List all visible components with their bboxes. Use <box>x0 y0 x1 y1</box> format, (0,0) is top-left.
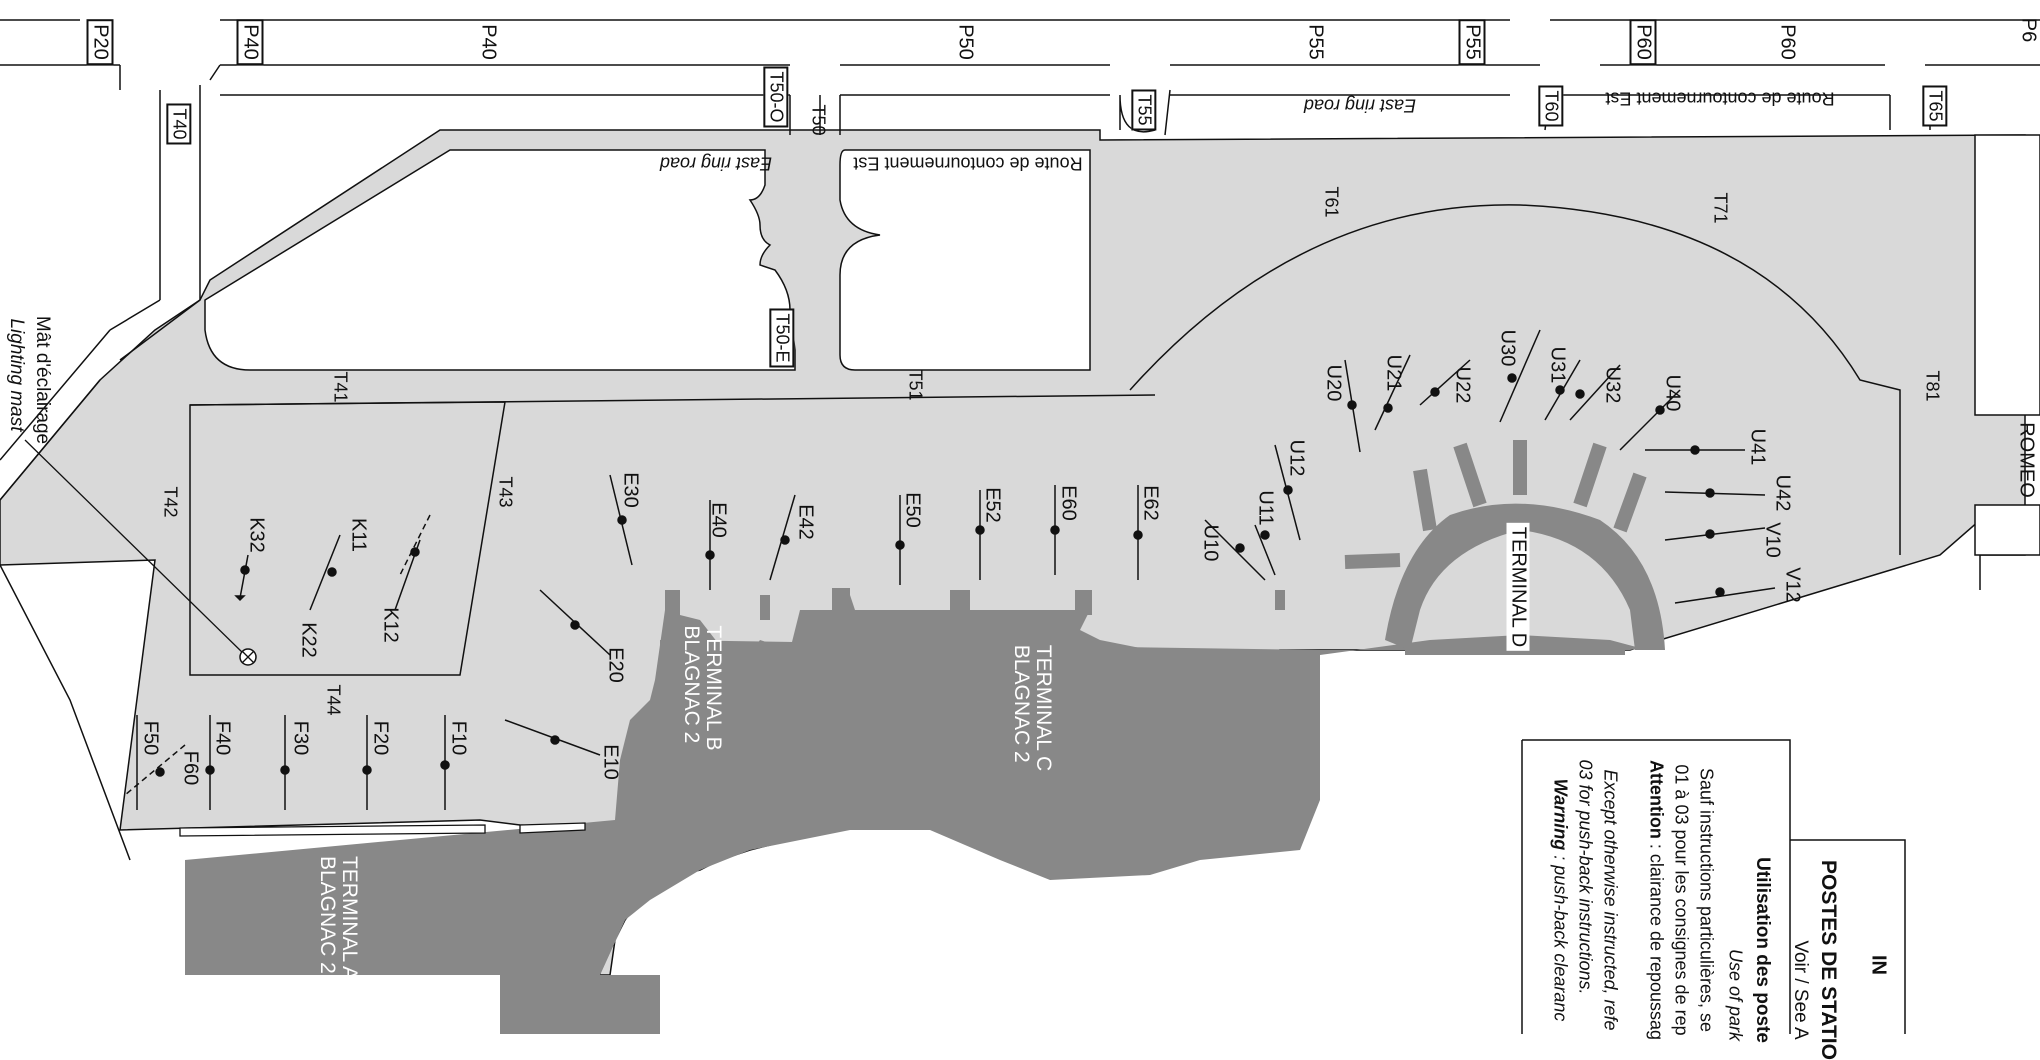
stand-e42[interactable]: E42 <box>794 504 817 540</box>
stand-f30[interactable]: F30 <box>289 720 312 756</box>
stand-e50[interactable]: E50 <box>901 492 924 528</box>
stand-u21[interactable]: U21 <box>1382 354 1405 392</box>
stand-arrows <box>124 329 1776 810</box>
stand-u10[interactable]: U10 <box>1199 524 1222 562</box>
stand-u40[interactable]: U40 <box>1661 374 1684 412</box>
legend-warning: Warning : push-back clearanc <box>1550 778 1571 1022</box>
stand-u20[interactable]: U20 <box>1322 364 1345 402</box>
t55-label: T55 <box>1131 89 1157 131</box>
stand-u31[interactable]: U31 <box>1546 346 1569 384</box>
t81-label: T81 <box>1922 370 1943 402</box>
stand-k12[interactable]: K12 <box>379 607 402 643</box>
stand-e20[interactable]: E20 <box>604 647 627 683</box>
stand-e60[interactable]: E60 <box>1057 485 1080 521</box>
terminal-d-label: TERMINAL D <box>1506 522 1530 652</box>
t42-label: T42 <box>160 486 181 518</box>
terminal-d-jetways <box>1344 440 1647 569</box>
stand-k32[interactable]: K32 <box>245 517 268 553</box>
stand-f50[interactable]: F50 <box>139 720 162 756</box>
stand-e30[interactable]: E30 <box>619 472 642 508</box>
east-ring-road-label-2: East ring road <box>659 153 773 174</box>
legend-heading: POSTES DE STATIO <box>1817 860 1840 1060</box>
p40-label: P40 <box>477 24 500 60</box>
romeo-area <box>1974 134 2040 556</box>
stand-u22[interactable]: U22 <box>1451 366 1474 404</box>
route-est-label-2: Route de contournement Est <box>853 153 1083 174</box>
t61-label: T61 <box>1321 186 1342 218</box>
t71-label: T71 <box>1710 192 1731 224</box>
legend-title-partial: IN <box>1867 955 1890 975</box>
stand-e62[interactable]: E62 <box>1139 485 1162 521</box>
t50o-label: T50-O <box>763 66 789 128</box>
stand-v12[interactable]: V12 <box>1781 567 1804 603</box>
romeo-label: ROMEO <box>2015 422 2038 498</box>
stand-f10[interactable]: F10 <box>447 720 470 756</box>
t60-label: T60 <box>1538 85 1564 127</box>
stand-u32[interactable]: U32 <box>1601 366 1624 404</box>
ring-arc <box>1129 204 1901 555</box>
t41-label: T41 <box>330 371 351 403</box>
stand-u11[interactable]: U11 <box>1254 490 1277 526</box>
stand-u42[interactable]: U42 <box>1771 474 1794 512</box>
t40-label: T40 <box>166 103 192 145</box>
aerodrome-stand-chart <box>0 19 2040 1034</box>
apron-edge-strips <box>179 822 586 837</box>
lighting-mast-cross <box>241 650 255 664</box>
stand-v10[interactable]: V10 <box>1761 522 1784 558</box>
mast-label-en: Lighting mast <box>6 318 27 432</box>
p55-box-label: P55 <box>1458 19 1486 65</box>
legend-use-fr: Utilisation des poste <box>1752 857 1773 1043</box>
stand-u41[interactable]: U41 <box>1746 428 1769 466</box>
p50-label: P50 <box>954 24 977 60</box>
route-est-label-1: Route de contournement Est <box>1605 88 1835 109</box>
t44-label: T44 <box>323 684 344 716</box>
stand-k22[interactable]: K22 <box>297 622 320 658</box>
t65-label: T65 <box>1922 85 1948 127</box>
east-ring-road-label-1: East ring road <box>1303 95 1417 116</box>
p40-box-label: P40 <box>236 19 264 65</box>
t43-label: T43 <box>495 476 516 508</box>
legend-fr-line2: 01 à 03 pour les consignes de rep <box>1671 764 1692 1036</box>
stand-f40[interactable]: F40 <box>211 720 234 756</box>
legend-see: Voir / See A <box>1790 940 1811 1040</box>
stand-u30[interactable]: U30 <box>1496 329 1519 367</box>
t50e-label: T50-E <box>769 308 795 368</box>
legend-fr-line1: Sauf instructions particulières, se <box>1696 767 1717 1033</box>
mast-label-fr: Mât d'éclairage <box>32 315 53 445</box>
stand-k11[interactable]: K11 <box>347 517 370 553</box>
p65-label: P6 <box>2017 17 2040 43</box>
terminal-b-block <box>500 845 660 1034</box>
stand-f60[interactable]: F60 <box>179 750 202 786</box>
p20-label: P20 <box>86 19 114 65</box>
terminal-c-block <box>660 640 1320 860</box>
island-middle <box>839 149 1091 371</box>
stand-e52[interactable]: E52 <box>981 487 1004 523</box>
terminal-d-pier <box>1385 503 1665 650</box>
stand-e10[interactable]: E10 <box>599 744 622 780</box>
p60-box-label: P60 <box>1629 19 1657 65</box>
stand-e40[interactable]: E40 <box>707 502 730 538</box>
t50-label: T50 <box>808 104 829 136</box>
island-left <box>204 149 796 371</box>
terminal-a-block <box>185 860 500 975</box>
legend-use-en: Use of park <box>1725 948 1746 1042</box>
legend-en-line2: 03 for push-back instructions. <box>1575 759 1596 995</box>
t51-label: T51 <box>905 369 926 401</box>
p55-label: P55 <box>1304 24 1327 60</box>
stand-f20[interactable]: F20 <box>369 720 392 756</box>
stand-u12[interactable]: U12 <box>1285 439 1308 477</box>
mast-line <box>24 439 246 656</box>
p60-label: P60 <box>1776 24 1799 60</box>
legend-en-line1: Except otherwise instructed, refe <box>1600 769 1621 1031</box>
legend-attention: Attention : clairance de repoussag <box>1646 759 1667 1041</box>
legend-frame <box>1521 739 1906 1034</box>
taxi-edge-top <box>189 394 1156 406</box>
